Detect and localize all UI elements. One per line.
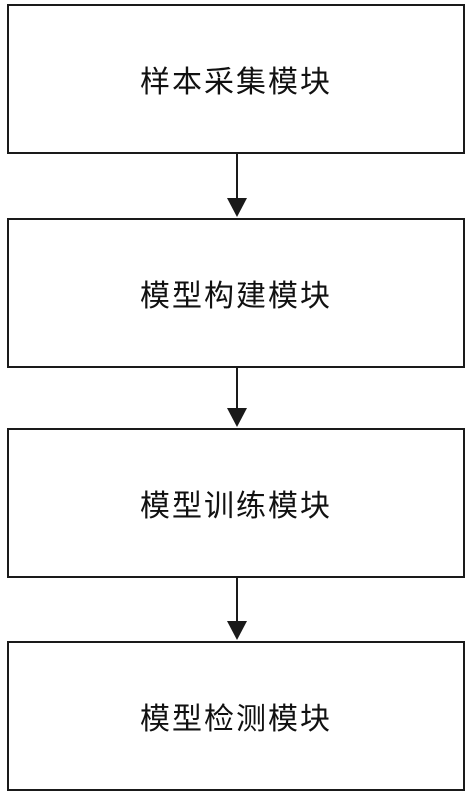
flow-arrow-down-icon	[222, 368, 252, 428]
flow-node-model-construction: 模型构建模块	[7, 218, 465, 368]
flow-node-label: 模型训练模块	[140, 489, 332, 524]
flow-node-model-detection: 模型检测模块	[7, 641, 465, 791]
flow-node-label: 模型构建模块	[140, 279, 332, 314]
flow-arrow-down-icon	[222, 154, 252, 218]
flow-node-label: 样本采集模块	[140, 65, 332, 100]
flow-node-label: 模型检测模块	[140, 702, 332, 737]
flow-arrow-down-icon	[222, 578, 252, 641]
flow-node-model-training: 模型训练模块	[7, 428, 465, 578]
flow-node-sample-collection: 样本采集模块	[7, 4, 465, 154]
